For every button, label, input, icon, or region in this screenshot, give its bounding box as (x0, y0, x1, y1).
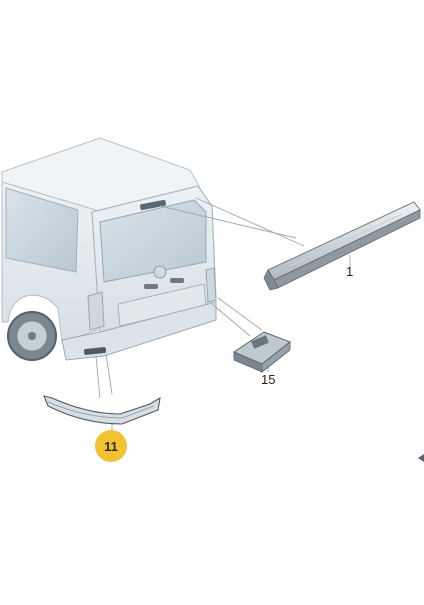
van-bumper (61, 301, 217, 361)
van-tail-light-left (87, 291, 105, 331)
van-rear-window (99, 199, 207, 283)
van-handle-left (144, 284, 158, 289)
callout-label-15: 15 (261, 372, 276, 387)
callout-label-1: 1 (346, 264, 354, 279)
van-brake-light (140, 199, 166, 211)
leader-line-15 (211, 303, 251, 337)
leader-line-1b (195, 197, 305, 247)
leader-lines (95, 197, 351, 432)
van-handle-right (170, 278, 184, 283)
van-side-window (5, 187, 79, 273)
triangle-marker-icon (418, 454, 424, 462)
highlight-badge-circle (95, 430, 127, 462)
leader-line-15b (217, 297, 263, 331)
van-illustration (1, 137, 217, 361)
van-tail-light-right (205, 267, 217, 303)
van-bumper-reflector (83, 347, 107, 355)
part-rear-light-bar (263, 201, 421, 291)
part-bumper-trim (43, 395, 161, 425)
leader-line-11 (95, 355, 101, 399)
part-license-plate-lamp (232, 331, 292, 373)
van-emblem (153, 265, 167, 279)
van-wheel-hub (28, 332, 36, 340)
leader-line-11b (105, 353, 113, 395)
callout-badge-11: 11 (104, 438, 118, 454)
